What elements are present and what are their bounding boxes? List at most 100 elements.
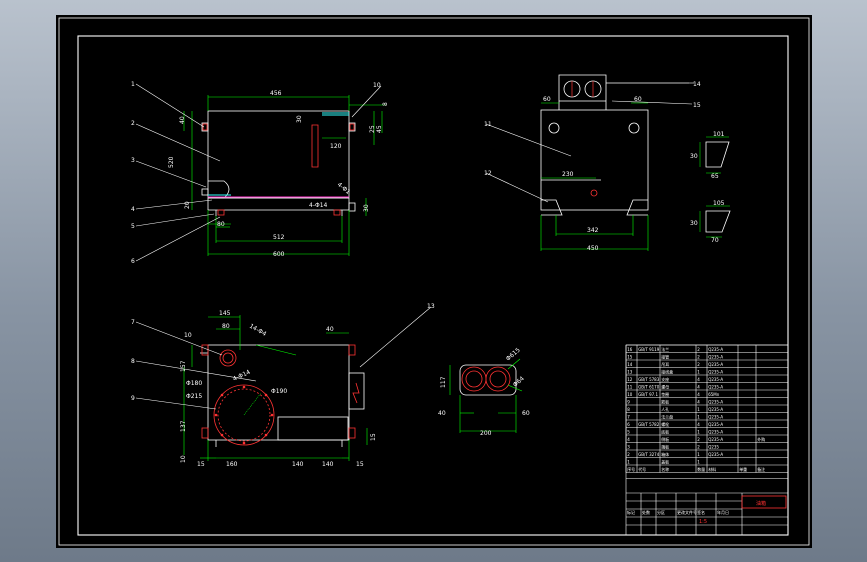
dim-side-top-left: 60: [543, 96, 551, 103]
top-bolt-tl: [201, 344, 209, 356]
dim-top-2: 80: [222, 323, 230, 330]
title-block-cell: 箱体: [661, 451, 669, 457]
title-block-cell: 4: [697, 392, 700, 397]
title-block-header-cell: 名称: [661, 466, 669, 472]
flange-view: [459, 364, 517, 396]
dim-front-right-v2: 8: [382, 102, 389, 106]
title-block-cell: 1: [627, 459, 630, 464]
title-block-cell: 垫圈: [661, 391, 669, 397]
front-drain-slot: [311, 124, 319, 168]
title-block-footer-label: 标记: [627, 509, 635, 515]
dim-detail-b-top: 105: [713, 200, 725, 207]
side-foot-left: [541, 199, 563, 216]
dim-top-bottom-5: 15: [356, 461, 364, 468]
title-block-cell: 吊耳: [661, 362, 669, 367]
dim-front-right-1: 30: [296, 115, 303, 123]
title-block-cell: GB/T 97.1: [638, 392, 658, 397]
top-inner-rect: [277, 416, 349, 441]
side-drain-hole: [590, 189, 598, 197]
title-block-cell: 14: [627, 362, 633, 367]
dim-front-slot-label: 4-Φ14: [309, 202, 328, 209]
dim-top-right: 40: [326, 326, 334, 333]
title-block-cell: 2: [697, 354, 700, 359]
front-leaders: [135, 83, 382, 262]
title-block-cell: 支座: [661, 376, 669, 382]
title-block-footer-label: 年月日: [717, 509, 729, 515]
title-block-cell: 65Mn: [708, 392, 720, 397]
title-block-cell: 2: [627, 452, 630, 457]
title-block-cell: 筋板: [661, 398, 669, 404]
top-bolt-bl: [201, 427, 209, 439]
detail-a-dims: [699, 136, 729, 174]
title-block-cell: Q235-A: [708, 422, 723, 427]
title-block-cell: Q235-A: [708, 362, 723, 367]
title-block-cell: 4: [697, 422, 700, 427]
title-block-cell: 16: [627, 347, 633, 352]
dim-front-left-2: 520: [168, 156, 175, 168]
flange-hole-right-inner: [489, 370, 507, 388]
title-block-cell: 人孔: [661, 406, 669, 412]
balloon-10: 10: [373, 82, 381, 89]
side-dimensions: [540, 102, 649, 251]
front-view: [201, 110, 356, 216]
title-block-header-cell: 代号: [638, 466, 646, 472]
dim-top-phi-hole: Φ180: [186, 380, 202, 387]
dim-flange-bottom: 200: [480, 430, 492, 437]
title-block-cell: Q235-A: [708, 407, 723, 412]
dim-top-diag: 4-Φ14: [232, 369, 252, 383]
front-red-details: [202, 123, 355, 216]
front-bottom-right-port: [348, 202, 356, 212]
dim-front-bottom-inner: 512: [273, 234, 285, 241]
title-block-cell: Q235-A: [708, 354, 723, 359]
title-block-cell: Q235-A: [708, 414, 723, 419]
title-block-cell: 1: [697, 369, 700, 374]
title-block-cell: 9: [627, 399, 630, 404]
title-block-cell: Q235-A: [708, 452, 723, 457]
title-block-cell: 2: [697, 444, 700, 449]
title-block-cell: 2: [697, 347, 700, 352]
title-block-cell: 8: [627, 407, 630, 412]
flange-red: [461, 366, 511, 392]
title-block-cell: 1: [697, 452, 700, 457]
title-block-cell: 盖板: [661, 458, 669, 464]
dim-top-left-4: 10: [180, 455, 187, 463]
dim-side-bottom-overall: 450: [587, 245, 599, 252]
dim-detail-b-bottom: 70: [711, 237, 719, 244]
balloon-9: 9: [131, 395, 135, 402]
side-body: [540, 109, 649, 211]
front-drain: [201, 188, 209, 196]
title-block-cell: 7: [627, 414, 630, 419]
title-block-cell: 10: [627, 392, 633, 397]
detail-b: [705, 210, 731, 233]
title-block-cell: Q235-A: [708, 384, 723, 389]
dim-flange-bottom-right: 60: [522, 410, 530, 417]
title-block: [625, 344, 789, 536]
dim-side-top-right: 60: [634, 96, 642, 103]
title-block-cell: 底板: [661, 428, 669, 434]
top-port-outer: [219, 349, 237, 367]
detail-b-dims: [699, 205, 730, 238]
dim-flange-bottom-left: 40: [438, 410, 446, 417]
side-leaders: [485, 82, 694, 203]
title-block-cell: 外购: [757, 436, 765, 442]
dim-top-bottom-1: 15: [197, 461, 205, 468]
title-block-cell: 12: [627, 377, 633, 382]
title-block-cell: 1: [697, 459, 700, 464]
dim-front-right-v4: 30: [363, 204, 370, 212]
top-view: [200, 344, 365, 447]
side-lifting-lug: [558, 74, 607, 110]
drawing-sheet: 456 40 520 30 120 25 8 45 30 20 512 600 …: [56, 15, 812, 548]
dim-top-left-2: 157: [180, 360, 187, 372]
balloon-5: 5: [131, 223, 135, 230]
front-cyan-details: [208, 112, 349, 196]
title-block-cell: 3: [627, 444, 630, 449]
dim-top-left-1: 10: [184, 332, 192, 339]
flange-plate: [459, 364, 517, 396]
title-block-cell: 4: [697, 384, 700, 389]
title-block-header-cell: 序号: [627, 466, 635, 472]
balloon-13: 13: [427, 303, 435, 310]
title-block-cell: GB/T 5782: [638, 422, 660, 427]
side-red-details: [571, 81, 594, 97]
top-manhole-outer: [213, 384, 275, 446]
